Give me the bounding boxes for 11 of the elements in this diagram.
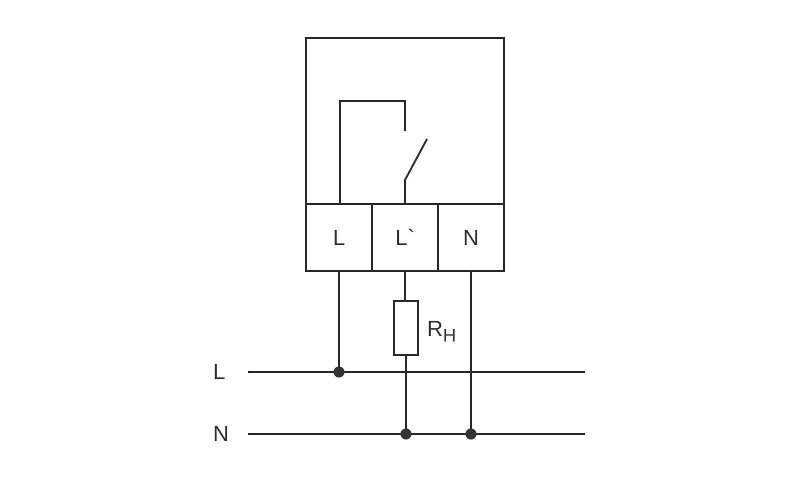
wire [466, 272, 476, 440]
line-label: N [213, 423, 229, 445]
device-housing [305, 37, 505, 272]
wire [404, 272, 406, 300]
wire [334, 272, 344, 378]
resistor-label: R$_{H}$ [427, 318, 456, 345]
line-label: L [213, 361, 226, 383]
wire [400, 356, 412, 440]
resistor-symbol [393, 300, 419, 356]
phase-line [248, 371, 585, 373]
neutral-line [248, 433, 585, 435]
